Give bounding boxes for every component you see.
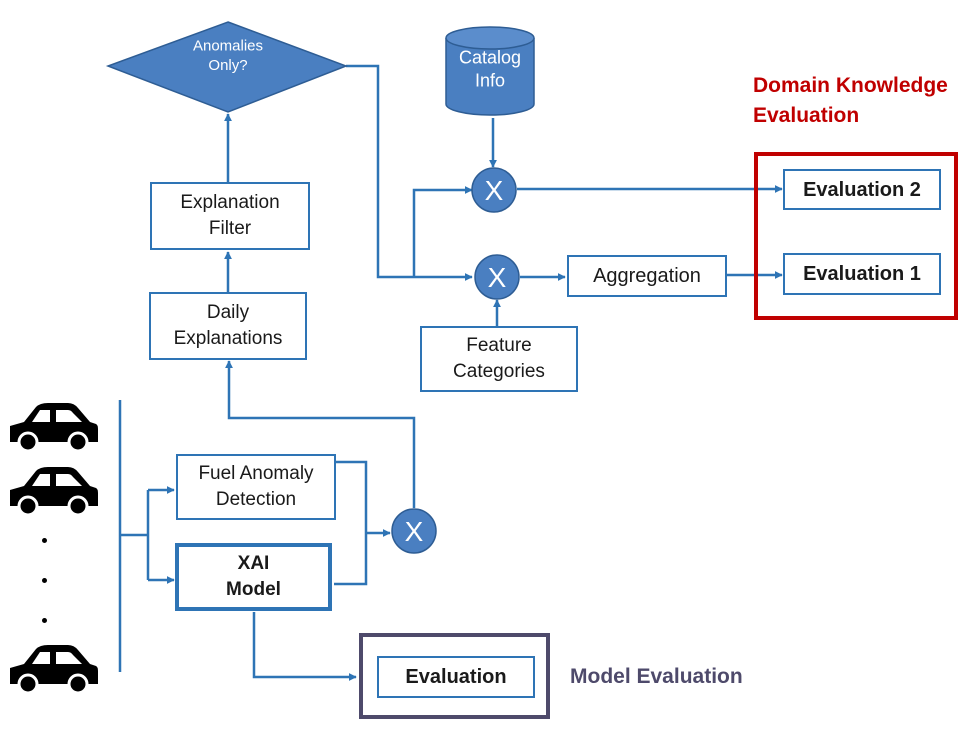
arrow-x3-to-daily: [225, 360, 416, 508]
arrow-decision-to-x2: [346, 64, 473, 281]
operator-symbol: X: [485, 175, 504, 206]
arrow-xai-to-evaluation: [252, 612, 357, 681]
operator-circle-1: [471, 167, 517, 213]
arrow-branch-to-x1: [412, 186, 473, 277]
model-evaluation-label: Model Evaluation: [570, 665, 743, 688]
model-evaluation-frame: [359, 633, 550, 719]
fuel-anomaly-detection-box: Fuel Anomaly Detection: [176, 454, 336, 520]
decision-diamond: [105, 21, 349, 113]
arrow-models-to-x3: [334, 460, 390, 586]
aggregation-box: Aggregation: [567, 255, 727, 297]
catalog-database-icon: [445, 26, 535, 116]
operator-circle-2: [474, 254, 520, 300]
car-icon: [10, 403, 98, 453]
explanation-filter-box: Explanation Filter: [150, 182, 310, 250]
operator-symbol: X: [405, 516, 424, 547]
car-icon: [10, 645, 98, 695]
evaluation-2-box: Evaluation 2: [783, 169, 941, 210]
domain-knowledge-label: Domain Knowledge Evaluation: [753, 74, 948, 127]
evaluation-1-box: Evaluation 1: [783, 253, 941, 295]
operator-circle-3: [391, 508, 437, 554]
domain-knowledge-frame: [754, 152, 958, 320]
vehicle-dot: [42, 538, 47, 543]
feature-categories-box: Feature Categories: [420, 326, 578, 392]
operator-symbol: X: [488, 262, 507, 293]
daily-explanations-box: Daily Explanations: [149, 292, 307, 360]
vehicle-dot: [42, 618, 47, 623]
arrow-bus-to-fuel: [146, 490, 174, 580]
evaluation-box: Evaluation: [377, 656, 535, 698]
car-icon: [10, 467, 98, 517]
vehicle-dot: [42, 578, 47, 583]
xai-model-box: XAI Model: [175, 543, 332, 611]
